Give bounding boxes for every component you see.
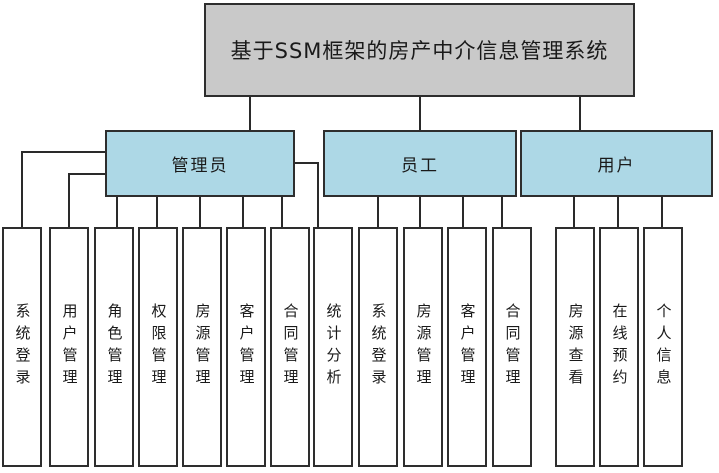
leaf-emp-customer-management-label: 客户管理 <box>458 303 477 391</box>
group-node-user: 用户 <box>520 130 713 197</box>
leaf-emp-system-login-label: 系统登录 <box>369 303 388 391</box>
root-node-label: 基于SSM框架的房产中介信息管理系统 <box>230 39 609 63</box>
leaf-emp-contract-management-label: 合同管理 <box>503 303 522 391</box>
leaf-role-management-label: 角色管理 <box>105 303 124 391</box>
root-node: 基于SSM框架的房产中介信息管理系统 <box>204 3 635 97</box>
leaf-customer-management: 客户管理 <box>226 227 266 467</box>
edge-admin-stats-analysis <box>294 162 319 228</box>
group-node-user-label: 用户 <box>597 156 636 176</box>
leaf-emp-contract-management: 合同管理 <box>492 227 532 467</box>
leaf-housing-management-label: 房源管理 <box>193 303 212 391</box>
leaf-online-booking-label: 在线预约 <box>610 303 629 391</box>
leaf-permission-management-label: 权限管理 <box>149 303 168 391</box>
leaf-personal-info: 个人信息 <box>643 227 683 467</box>
leaf-customer-management-label: 客户管理 <box>237 303 256 391</box>
leaf-permission-management: 权限管理 <box>138 227 178 467</box>
leaf-statistics-analysis-label: 统计分析 <box>324 303 343 391</box>
leaf-emp-housing-management: 房源管理 <box>403 227 443 467</box>
leaf-contract-management-label: 合同管理 <box>281 303 300 391</box>
group-node-admin-label: 管理员 <box>171 156 229 176</box>
group-node-admin: 管理员 <box>105 130 295 197</box>
group-node-employee: 员工 <box>323 130 517 197</box>
leaf-system-login: 系统登录 <box>2 227 42 467</box>
leaf-user-management-label: 用户管理 <box>60 303 79 391</box>
leaf-role-management: 角色管理 <box>94 227 134 467</box>
leaf-housing-view: 房源查看 <box>555 227 595 467</box>
leaf-statistics-analysis: 统计分析 <box>313 227 353 467</box>
edge-admin-user-mgmt <box>68 173 106 228</box>
leaf-online-booking: 在线预约 <box>599 227 639 467</box>
leaf-housing-view-label: 房源查看 <box>566 303 585 391</box>
leaf-system-login-label: 系统登录 <box>13 303 32 391</box>
leaf-contract-management: 合同管理 <box>270 227 310 467</box>
leaf-housing-management: 房源管理 <box>182 227 222 467</box>
leaf-emp-system-login: 系统登录 <box>358 227 398 467</box>
leaf-emp-housing-management-label: 房源管理 <box>414 303 433 391</box>
edge-admin-system-login <box>21 151 106 228</box>
leaf-personal-info-label: 个人信息 <box>654 303 673 391</box>
group-node-employee-label: 员工 <box>401 156 439 176</box>
leaf-emp-customer-management: 客户管理 <box>447 227 487 467</box>
leaf-user-management: 用户管理 <box>49 227 89 467</box>
